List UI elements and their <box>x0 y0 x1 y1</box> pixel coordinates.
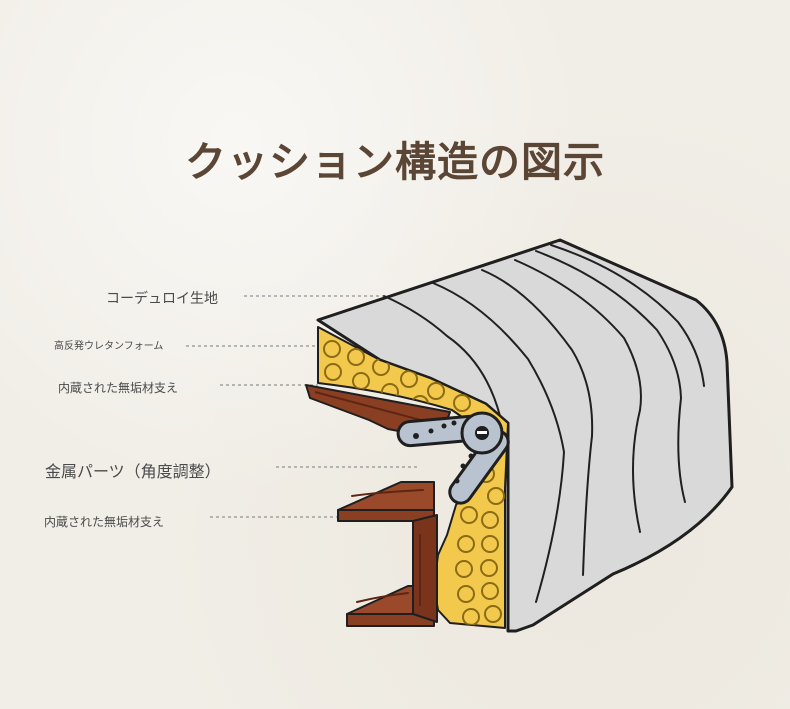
wood-support-bottom-side <box>412 514 438 623</box>
label-urethane-foam: 高反発ウレタンフォーム <box>54 341 164 352</box>
page-title: クッション構造の図示 <box>185 138 605 186</box>
wood-grain-bottom <box>351 489 424 606</box>
label-metal-hinge: 金属パーツ（角度調整） <box>45 462 221 481</box>
wood-support-upper-ledge <box>337 481 435 511</box>
metal-hinge <box>396 411 510 505</box>
corduroy-fabric-shell <box>316 238 734 633</box>
wood-grain-top <box>314 391 433 424</box>
hinge-bolt-slot <box>477 431 487 434</box>
hinge-rivets <box>413 420 474 484</box>
corduroy-ribs <box>383 244 705 603</box>
label-wood-support-top: 内蔵された無垢材支え <box>58 381 179 395</box>
foam-bubbles <box>323 340 505 626</box>
label-corduroy-fabric: コーデュロイ生地 <box>106 291 218 307</box>
label-wood-support-bottom: 内蔵された無垢材支え <box>44 515 165 529</box>
wood-support-lower-ledge <box>346 585 414 615</box>
